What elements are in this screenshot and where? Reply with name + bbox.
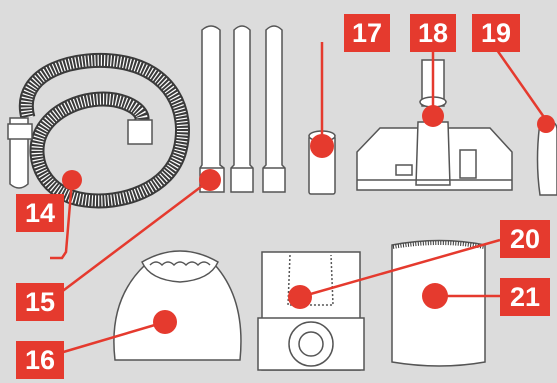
label-14-hose: 14	[16, 194, 64, 232]
label-15-extension-tubes: 15	[16, 283, 64, 321]
label-21-filter-sleeve: 21	[500, 278, 550, 316]
cloth-filter-bag-part	[114, 251, 241, 360]
label-17-crevice-nozzle: 17	[344, 14, 390, 52]
extension-tubes-part	[200, 26, 285, 192]
paper-dust-bag-part	[258, 252, 364, 370]
label-20-paper-dust-bag: 20	[500, 220, 550, 258]
label-18-floor-nozzle: 18	[410, 14, 456, 52]
label-19-side-crevice-tool: 19	[472, 14, 520, 52]
label-16-cloth-filter-bag: 16	[16, 341, 64, 379]
hose-part	[8, 60, 183, 201]
